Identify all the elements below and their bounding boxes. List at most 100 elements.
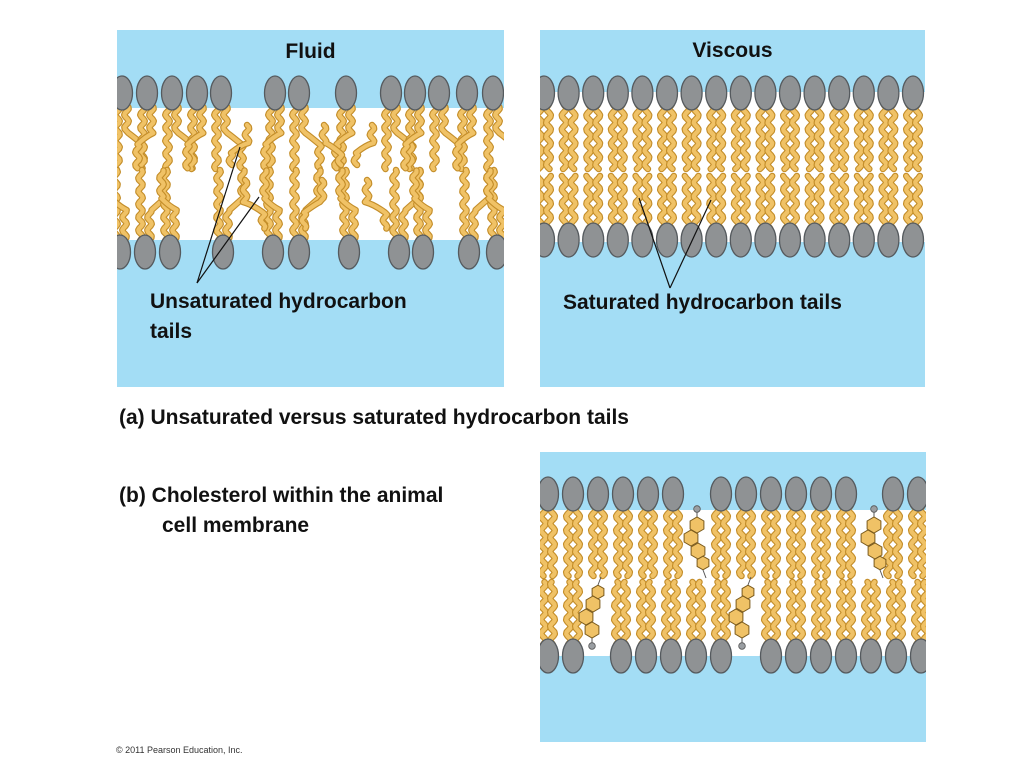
hydrocarbon-tail-fill: [846, 579, 855, 647]
phospholipid-head: [680, 222, 703, 258]
phospholipid-head: [909, 638, 926, 674]
hydrocarbon-tail-fill: [893, 503, 902, 579]
hydrocarbon-tail-fill: [261, 102, 284, 171]
phospholipid-head: [803, 222, 826, 258]
phospholipid-head: [540, 476, 560, 512]
phospholipid-head: [680, 75, 703, 111]
phospholipid-head: [754, 222, 777, 258]
hydrocarbon-tail-fill: [564, 503, 573, 579]
phospholipid-head: [852, 75, 875, 111]
phospholipid-head: [852, 222, 875, 258]
hydrocarbon-tail-fill: [781, 173, 790, 231]
hydrocarbon-tail-fill: [756, 173, 766, 231]
hydrocarbon-tail-fill: [921, 579, 926, 647]
phospholipid-head: [457, 234, 481, 270]
hydrocarbon-tail-fill: [593, 173, 603, 231]
hydrocarbon-tail-fill: [667, 102, 676, 172]
hydrocarbon-tail-fill: [879, 173, 889, 231]
phospholipid-head: [287, 234, 311, 270]
hydrocarbon-tail-fill: [756, 102, 766, 172]
phospholipid-head: [133, 234, 157, 270]
phospholipid-head: [557, 75, 580, 111]
phospholipid-head: [403, 75, 427, 111]
hydrocarbon-tail-fill: [157, 168, 179, 243]
hydrocarbon-tail-fill: [589, 503, 598, 579]
steroid-ring: [591, 584, 605, 600]
hydrocarbon-tail-fill: [696, 579, 705, 647]
hydrocarbon-tail-fill: [805, 173, 815, 231]
phospholipid-head: [684, 638, 708, 674]
hydrocarbon-tail-fill: [691, 102, 701, 172]
cholesterol-tail: [702, 569, 707, 579]
phospholipid-head: [784, 638, 808, 674]
hydrocarbon-tail-fill: [646, 579, 655, 647]
phospholipid-head: [586, 476, 610, 512]
phospholipid-head: [809, 638, 833, 674]
phospholipid-head: [158, 234, 182, 270]
hydrocarbon-tail-fill: [863, 173, 873, 231]
hydrocarbon-tail-fill: [913, 173, 922, 231]
hydrocarbon-tail-fill: [319, 122, 345, 168]
hydrocarbon-tail-fill: [662, 579, 671, 647]
phospholipid-head: [709, 476, 733, 512]
phospholipid-head: [729, 75, 752, 111]
caption-a: (a) Unsaturated versus saturated hydroca…: [119, 406, 629, 429]
hydrocarbon-tail-fill: [871, 579, 880, 647]
hydrocarbon-tail-fill: [362, 177, 390, 231]
cholesterol-bilayer-graphic: [540, 476, 926, 674]
hydrocarbon-tail-fill: [887, 579, 896, 647]
phospholipid-head: [540, 638, 560, 674]
phospholipid-head: [778, 222, 802, 258]
hydrocarbon-tail-fill: [830, 173, 840, 231]
hydrocarbon-tail-fill: [568, 102, 578, 172]
hydrocarbon-tail-fill: [614, 503, 623, 579]
phospholipid-head: [211, 234, 235, 270]
unsaturated-tails-label-line1: Unsaturated hydrocarbon: [150, 290, 407, 313]
hydrocarbon-tail-fill: [671, 579, 680, 647]
hydrocarbon-tail-fill: [544, 102, 553, 172]
hydrocarbon-tail-fill: [568, 173, 578, 231]
hydrocarbon-tail-fill: [790, 173, 799, 231]
cholesterol-hydroxyl: [870, 505, 878, 513]
hydrocarbon-tail-fill: [918, 503, 926, 579]
fluid-title: Fluid: [285, 40, 336, 63]
hydrocarbon-tail-fill: [564, 579, 573, 647]
hydrocarbon-tail-fill: [731, 102, 741, 172]
phospholipid-head: [705, 75, 728, 111]
hydrocarbon-tail-fill: [484, 168, 504, 243]
hydrocarbon-tail-fill: [796, 579, 805, 647]
hydrocarbon-tail-fill: [721, 579, 730, 647]
steroid-ring: [873, 555, 887, 571]
phospholipid-head: [557, 222, 580, 258]
hydrocarbon-tail-fill: [163, 102, 172, 172]
phospholipid-head: [427, 75, 451, 111]
phospholipid-head: [411, 234, 435, 270]
phospholipid-head: [160, 75, 184, 111]
hydrocarbon-tail-fill: [863, 102, 873, 172]
hydrocarbon-tail-fill: [846, 503, 855, 579]
hydrocarbon-tail-fill: [812, 503, 821, 579]
phospholipid-head: [185, 75, 209, 111]
hydrocarbon-tail-fill: [540, 102, 544, 171]
phospholipid-head: [631, 222, 654, 258]
phospholipid-head: [778, 75, 802, 111]
hydrocarbon-tail-fill: [299, 102, 324, 171]
hydrocarbon-tail-fill: [260, 168, 282, 243]
phospholipid-head: [809, 476, 833, 512]
hydrocarbon-tail-fill: [221, 102, 246, 171]
hydrocarbon-tail-fill: [821, 579, 830, 647]
viscous-title: Viscous: [692, 39, 773, 62]
hydrocarbon-tail-fill: [712, 503, 721, 579]
hydrocarbon-tail-fill: [493, 102, 504, 140]
steroid-ring: [584, 621, 600, 639]
hydrocarbon-tail-fill: [909, 503, 918, 579]
hydrocarbon-tail-fill: [888, 102, 898, 172]
hydrocarbon-tail-fill: [896, 579, 905, 647]
hydrocarbon-tail-fill: [879, 102, 889, 172]
hydrocarbon-tail-fill: [608, 173, 618, 231]
steroid-ring: [860, 529, 876, 547]
caption-b: (b) Cholesterol within the animal cell m…: [119, 481, 443, 541]
phospholipid-head: [729, 222, 752, 258]
phospholipid-head: [209, 75, 233, 111]
unsaturated-tails-label: Unsaturated hydrocarbon tails: [150, 287, 407, 347]
